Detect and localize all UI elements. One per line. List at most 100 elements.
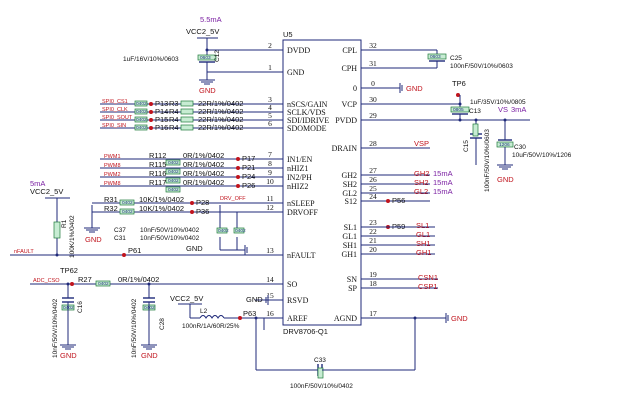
c28-box: 0402 bbox=[144, 305, 155, 311]
pwm-tp-label: P24 bbox=[242, 172, 255, 181]
right-pin-number: 0 bbox=[371, 79, 375, 88]
pwm-net: PWM2 bbox=[104, 172, 121, 178]
spi-net: SPI0_CLK bbox=[102, 107, 128, 113]
c31-box: 0402 bbox=[235, 228, 246, 234]
c37-value: 10nF/50V/10%/0402 bbox=[140, 227, 200, 234]
c30-ref: C30 bbox=[514, 144, 526, 151]
c28-value: 10nF/50V/10%/0402 bbox=[131, 298, 138, 358]
pwm-footprint bbox=[165, 186, 181, 193]
spi-footprint bbox=[134, 116, 148, 123]
left-pin-number: 3 bbox=[268, 95, 272, 104]
right-pin-name: PVDD bbox=[335, 116, 357, 125]
c25-footprint bbox=[427, 53, 447, 60]
vcc-bottom: VCC2_5V bbox=[170, 294, 203, 303]
pwm-res-value: 0R/1%/0402 bbox=[183, 151, 224, 160]
pwm-testpoint bbox=[236, 184, 240, 188]
right-pin-name: SN bbox=[347, 275, 357, 284]
vcc-top: VCC2_5V bbox=[186, 27, 219, 36]
left-pin-name: nSCS/GAIN bbox=[287, 100, 328, 109]
gnd-label-c16: GND bbox=[60, 351, 77, 360]
spi-net: SPI0_SIN bbox=[102, 123, 126, 129]
spi-tp-label: P15 bbox=[155, 115, 168, 124]
left-pin-number: 14 bbox=[266, 275, 274, 284]
vcc-left: VCC2_5V bbox=[30, 187, 63, 196]
left-pin-number: 10 bbox=[266, 177, 274, 186]
sleep-footprint bbox=[119, 208, 135, 215]
spi-tp-label: P14 bbox=[155, 107, 168, 116]
right-pin-number: 31 bbox=[369, 59, 377, 68]
c33-value: 100nF/50V/10%/0402 bbox=[290, 383, 353, 390]
spi-box: 0402 bbox=[136, 125, 147, 131]
right-pin-name: DRAIN bbox=[332, 144, 358, 153]
left-pin-name: SO bbox=[287, 280, 297, 289]
pwm-footprint bbox=[165, 159, 181, 166]
spi-footprint bbox=[134, 108, 148, 115]
pwm-net: PWM8 bbox=[104, 181, 121, 187]
pwm-tp-label: P17 bbox=[242, 154, 255, 163]
vcc-left-current: 5mA bbox=[30, 179, 45, 188]
gnd-label-pin0: GND bbox=[406, 84, 423, 93]
pwm-testpoint bbox=[236, 157, 240, 161]
right-pin-name: SP bbox=[348, 284, 357, 293]
right-pin-number: 21 bbox=[369, 236, 377, 245]
left-pin-name: DVDD bbox=[287, 46, 310, 55]
tp-p63: P63 bbox=[243, 309, 256, 318]
sleep-box: 0402 bbox=[122, 209, 133, 215]
left-pin-number: 5 bbox=[268, 111, 272, 120]
gate-net: SH2 bbox=[414, 178, 429, 187]
spi-testpoint bbox=[149, 118, 153, 122]
gnd-label-c30: GND bbox=[497, 175, 514, 184]
left-pin-name: AREF bbox=[287, 314, 308, 323]
left-pin-name: RSVD bbox=[287, 296, 309, 305]
right-pin-number: 27 bbox=[369, 166, 377, 175]
c13-footprint bbox=[450, 106, 470, 113]
sleep-res-value: 10K/1%/0402 bbox=[139, 204, 184, 213]
right-pin-name: AGND bbox=[334, 314, 357, 323]
current-top: 5.5mA bbox=[200, 15, 222, 24]
pwm-box: 0402 bbox=[168, 187, 179, 193]
c28-ref: C28 bbox=[159, 318, 166, 330]
sleep-testpoint bbox=[190, 210, 194, 214]
ic-part: DRV8706-Q1 bbox=[283, 327, 328, 336]
left-pin-name: SCLK/VDS bbox=[287, 108, 326, 117]
spi-tp-label: P16 bbox=[155, 123, 168, 132]
c30-value: 10uF/50V/10%/1206 bbox=[512, 152, 572, 159]
c33-footprint bbox=[317, 367, 324, 379]
c31-value: 10nF/50V/10%/0402 bbox=[140, 235, 200, 242]
c16-value: 10nF/50V/10%/0402 bbox=[52, 298, 59, 358]
pwm-res-ref: R117 bbox=[149, 178, 166, 187]
ic-body bbox=[282, 39, 362, 326]
l2-ref: L2 bbox=[200, 308, 208, 315]
c31-ref: C31 bbox=[114, 235, 126, 242]
tp-p56: P56 bbox=[392, 196, 405, 205]
spi-res-value: 22R/1%/0402 bbox=[198, 115, 243, 124]
c25-value: 100nF/50V/10%/0603 bbox=[450, 63, 513, 70]
spi-res-ref: R4 bbox=[169, 123, 179, 132]
right-pin-name: VCP bbox=[341, 100, 357, 109]
gate-net: GH2 bbox=[414, 169, 429, 178]
c30-box: 1206 bbox=[499, 142, 510, 148]
vs-label: VS bbox=[498, 105, 508, 114]
pwm-footprint bbox=[165, 177, 181, 184]
r1-footprint bbox=[53, 221, 61, 239]
right-pin-number: 25 bbox=[369, 184, 377, 193]
spi-tp-label: P13 bbox=[155, 99, 168, 108]
left-pin-number: 12 bbox=[266, 203, 274, 212]
gate-net: GL2 bbox=[414, 187, 428, 196]
r27-footprint bbox=[95, 280, 111, 287]
c13-ref: C13 bbox=[469, 108, 481, 115]
r1-ref: R1 bbox=[61, 219, 68, 228]
gnd-label-agnd: GND bbox=[451, 314, 468, 323]
net1-label: GH1 bbox=[416, 248, 431, 257]
spi-res-ref: R4 bbox=[169, 107, 179, 116]
spi-net: SPI0_SOUT bbox=[102, 115, 133, 121]
spi-res-footprint bbox=[180, 124, 194, 131]
sleep-tp-label: P28 bbox=[196, 198, 209, 207]
sleep-footprint bbox=[119, 199, 135, 206]
r27-ref: R27 bbox=[78, 275, 92, 284]
right-pin-name: GH1 bbox=[341, 250, 357, 259]
right-pin-number: 29 bbox=[369, 111, 377, 120]
